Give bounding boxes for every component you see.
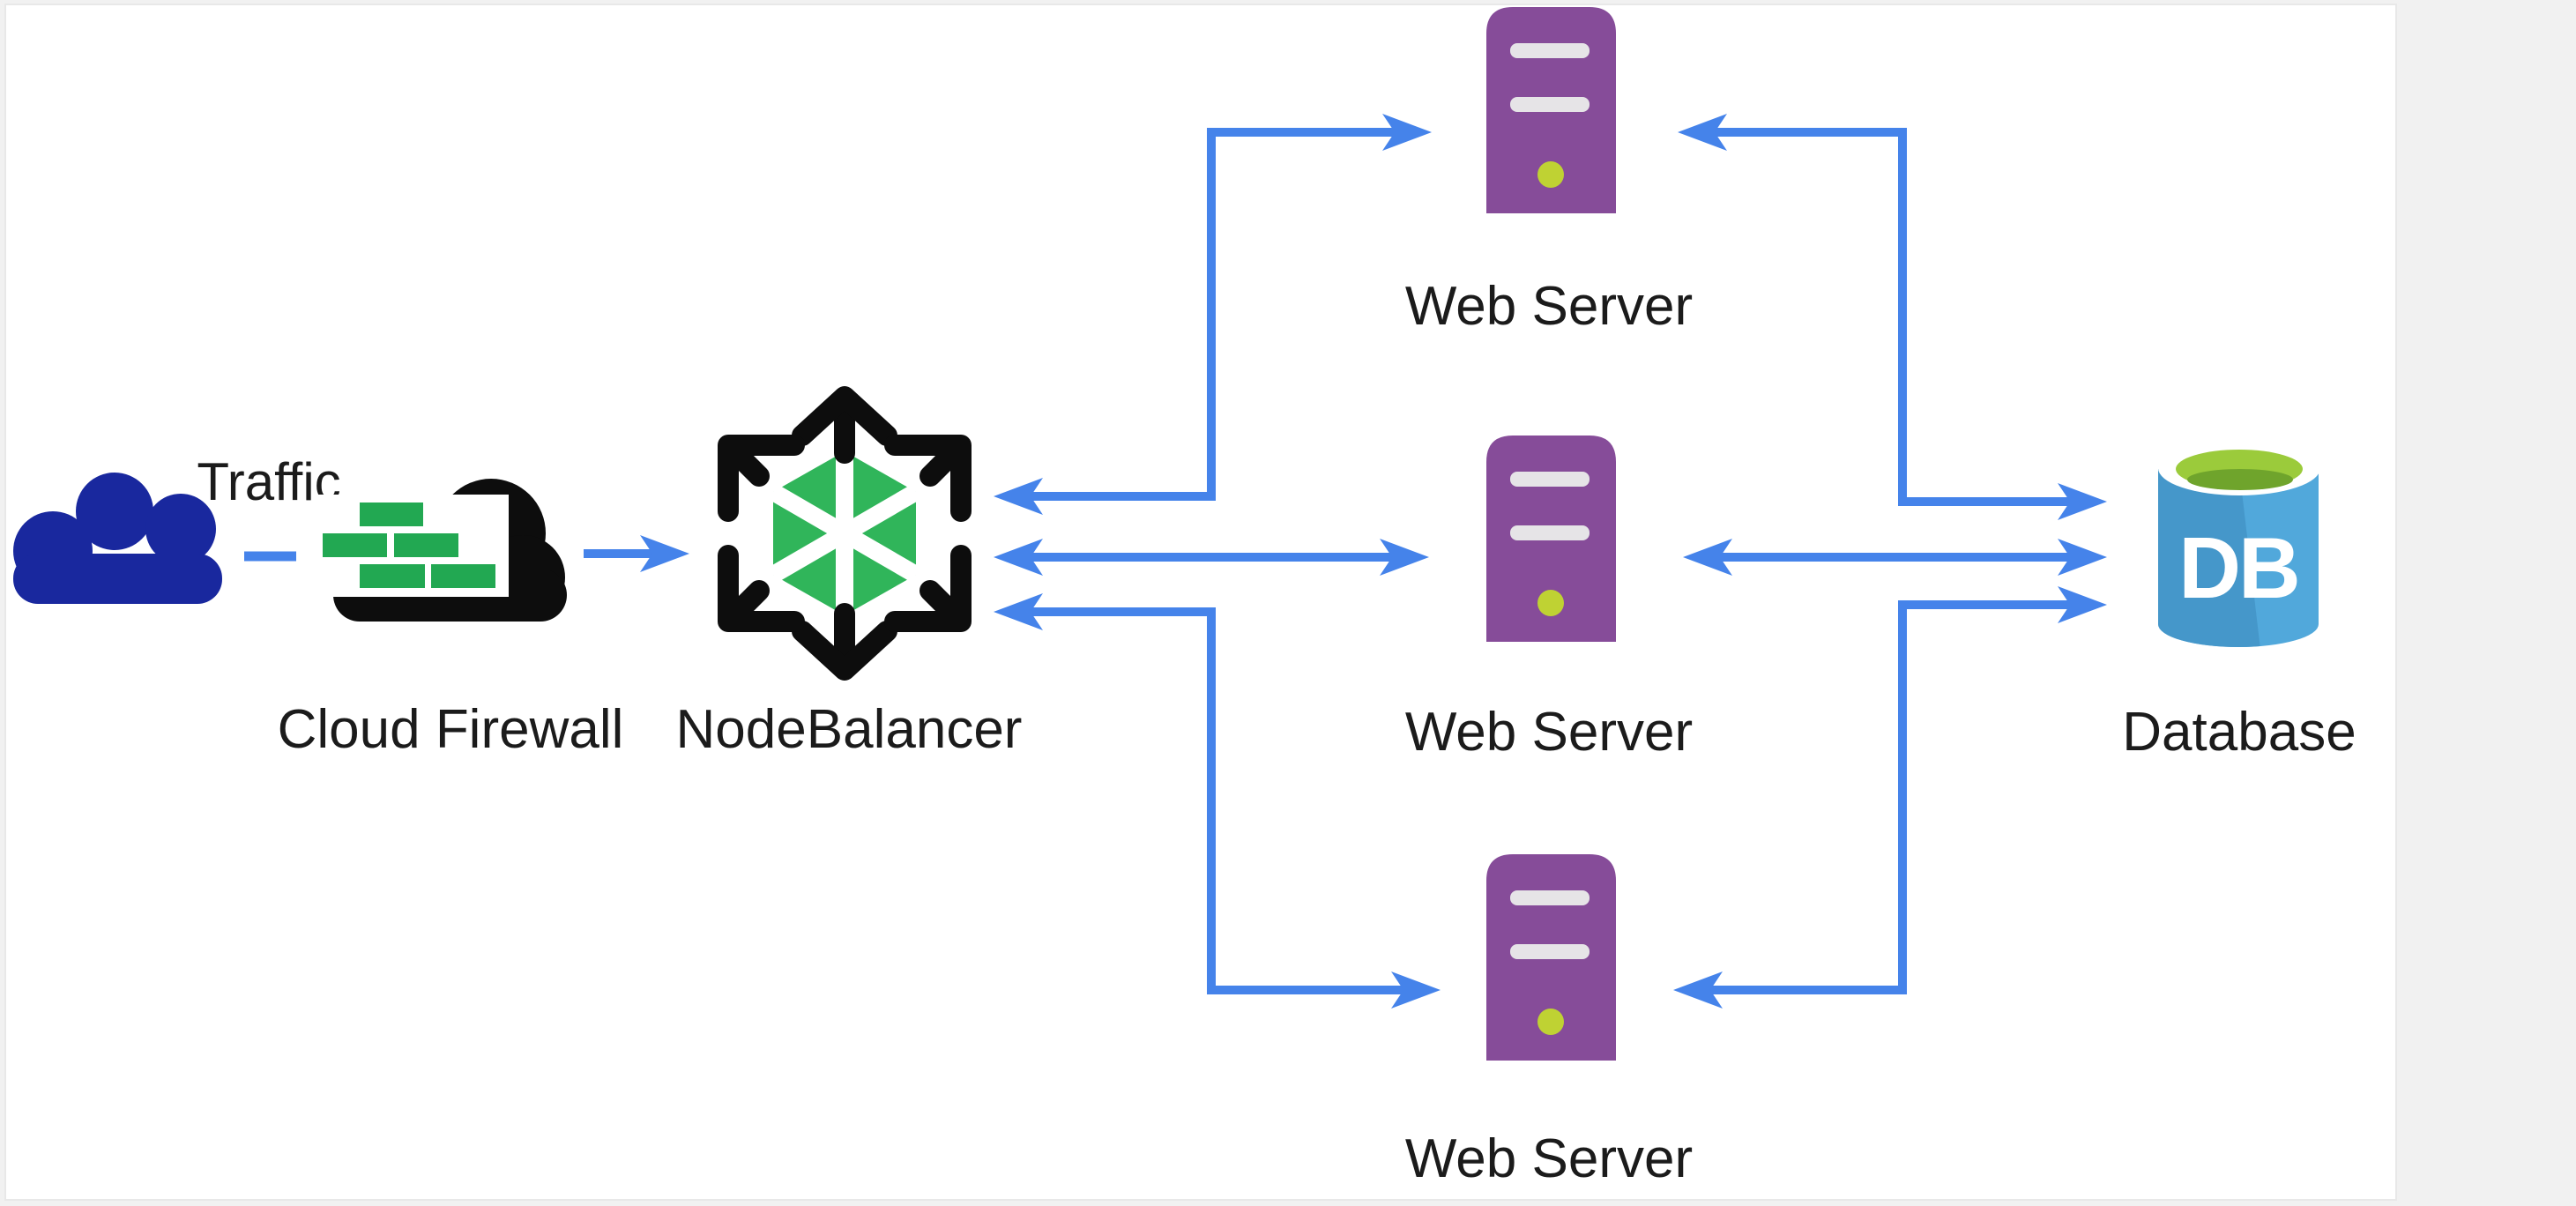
nodebalancer-spokes (768, 451, 921, 615)
cloud-firewall-label: Cloud Firewall (278, 699, 624, 760)
db-badge-text: DB (2178, 519, 2298, 616)
traffic-label: Traffic (197, 452, 340, 511)
server-led (1537, 161, 1564, 188)
traffic-cloud-icon (13, 473, 222, 604)
db-top-green-inner (2187, 469, 2293, 490)
edge-webserver1-database (1678, 114, 2107, 520)
nodebalancer-icon (718, 386, 972, 681)
web-server-1-label: Web Server (1405, 276, 1693, 337)
web-server-3-label: Web Server (1405, 1128, 1693, 1189)
web-server-2-label: Web Server (1405, 702, 1693, 763)
edge-nodebalancer-webserver3 (994, 593, 1441, 1009)
server-led (1537, 1009, 1564, 1035)
nodebalancer-label: NodeBalancer (676, 699, 1023, 760)
edge-webserver3-database (1673, 586, 2107, 1009)
database-icon: DB (2158, 441, 2320, 647)
edge-nodebalancer-webserver1 (994, 114, 1432, 515)
firewall-bricks (323, 502, 495, 588)
db-cylinder-facet (2158, 469, 2261, 647)
web-server-1-icon (1486, 7, 1616, 213)
edges (244, 114, 2107, 1009)
nodebalancer-arrows (718, 386, 972, 681)
web-server-3-icon (1486, 854, 1616, 1061)
server-led (1537, 590, 1564, 616)
web-server-2-icon (1486, 436, 1616, 642)
cloud-firewall-icon (317, 479, 567, 622)
database-label: Database (2122, 702, 2356, 763)
